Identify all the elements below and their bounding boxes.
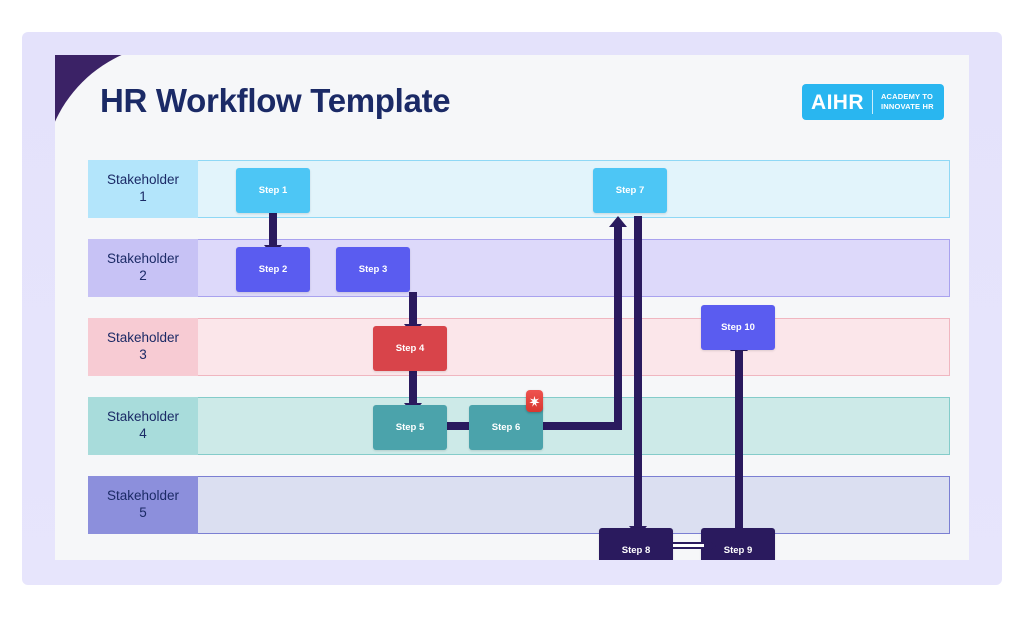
swimlane-label-4: Stakeholder 4 [88,397,198,455]
connector-step1-step2 [269,213,277,247]
step-box-5[interactable]: Step 5 [373,405,447,450]
swimlane-diagram: Stakeholder 1 Stakeholder 2 Stakeholder … [88,160,950,560]
swimlane-label-3-line1: Stakeholder [106,330,180,346]
swimlane-body-2 [88,239,950,297]
step-box-2[interactable]: Step 2 [236,247,310,292]
swimlane-row-5: Stakeholder 5 [88,476,950,534]
logo-wordmark: AIHR [811,90,864,114]
swimlane-label-3-line2: 3 [139,347,147,362]
alert-siren-icon[interactable] [526,390,543,412]
page-title: HR Workflow Template [100,82,451,119]
connector-step9-step10 [735,350,743,538]
slide-canvas: HR Workflow Template AIHR ACADEMY TO INN… [55,55,969,560]
swimlane-label-5: Stakeholder 5 [88,476,198,534]
swimlane-body-5 [88,476,950,534]
aihr-logo: AIHR ACADEMY TO INNOVATE HR [802,84,944,120]
swimlane-label-5-line2: 5 [139,505,147,520]
swimlane-body-3 [88,318,950,376]
connector-step6-step7-horizontal [543,422,621,430]
swimlane-row-2: Stakeholder 2 [88,239,950,297]
swimlane-label-5-line1: Stakeholder [106,488,180,504]
swimlane-label-1-line2: 1 [139,189,147,204]
arrowhead-step6-step7 [609,216,627,227]
swimlane-label-2-line2: 2 [139,268,147,283]
arrowhead-step8-step9 [704,537,716,555]
step-box-7[interactable]: Step 7 [593,168,667,213]
swimlane-body-1 [88,160,950,218]
swimlane-label-2-line1: Stakeholder [106,251,180,267]
connector-step6-step7-vertical [614,226,622,430]
step-box-6[interactable]: Step 6 [469,405,543,450]
swimlane-label-4-line1: Stakeholder [106,409,180,425]
connector-step8-step9 [671,542,707,549]
swimlane-row-3: Stakeholder 3 [88,318,950,376]
logo-tagline: ACADEMY TO INNOVATE HR [881,92,934,112]
swimlane-label-3: Stakeholder 3 [88,318,198,376]
logo-tagline-line2: INNOVATE HR [880,102,934,111]
step-box-3[interactable]: Step 3 [336,247,410,292]
connector-step5-step6 [447,422,477,430]
step-box-8[interactable]: Step 8 [599,528,673,560]
swimlane-row-1: Stakeholder 1 [88,160,950,218]
swimlane-label-4-line2: 4 [139,426,147,441]
step-box-10[interactable]: Step 10 [701,305,775,350]
connector-step4-step5 [409,371,417,405]
logo-tagline-line1: ACADEMY TO [880,91,934,101]
swimlane-label-1: Stakeholder 1 [88,160,198,218]
logo-divider [871,90,873,114]
step-box-1[interactable]: Step 1 [236,168,310,213]
connector-step7-step8 [634,216,642,528]
swimlane-label-1-line1: Stakeholder [106,172,180,188]
connector-step3-step4 [409,292,417,326]
step-box-4[interactable]: Step 4 [373,326,447,371]
swimlane-label-2: Stakeholder 2 [88,239,198,297]
